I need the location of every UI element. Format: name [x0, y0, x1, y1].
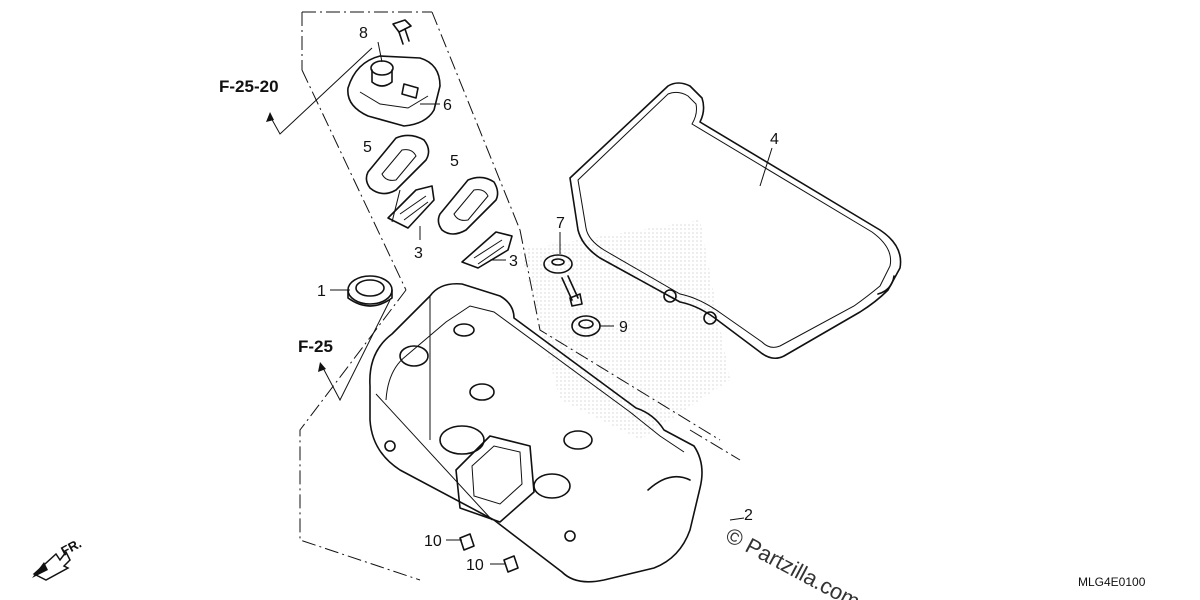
callout-8: 8: [359, 25, 368, 42]
callout-3-right: 3: [509, 253, 518, 270]
front-label: FR.: [58, 536, 84, 559]
reference-f-25: F-25: [298, 337, 333, 356]
watermark: © Partzilla.com: [722, 522, 865, 600]
callout-1: 1: [317, 283, 326, 300]
seal-5-left: [365, 134, 430, 195]
callout-9: 9: [619, 319, 628, 336]
seal-5-right: [437, 176, 499, 235]
cylinder-head-cover: [369, 282, 703, 583]
grommet-1: [347, 275, 393, 307]
ref-arrow-f25-20: [266, 47, 373, 135]
leader-lines: [330, 41, 773, 565]
callout-5-right: 5: [450, 153, 459, 170]
reference-f-25-20: F-25-20: [219, 77, 279, 96]
callout-6: 6: [443, 97, 452, 114]
callout-3-left: 3: [414, 245, 423, 262]
cover-gasket: [569, 82, 902, 360]
ref-arrow-f25: [318, 299, 391, 402]
front-direction-arrow-icon: [32, 550, 71, 581]
callout-4: 4: [770, 131, 779, 148]
shading-area: [520, 220, 730, 440]
plate-3-right: [461, 231, 513, 269]
diagram-code: MLG4E0100: [1078, 575, 1146, 589]
callout-2: 2: [744, 507, 753, 524]
bolt-8: [392, 19, 412, 45]
dowel-10-lower: [503, 555, 519, 573]
plate-3-left: [387, 185, 435, 229]
callout-10-upper: 10: [424, 533, 442, 550]
bolt-7: [543, 254, 583, 307]
breather-cover: [347, 55, 441, 127]
dowel-10-upper: [459, 533, 475, 551]
callout-7: 7: [556, 215, 565, 232]
callout-5-left: 5: [363, 139, 372, 156]
callout-10-lower: 10: [466, 557, 484, 574]
